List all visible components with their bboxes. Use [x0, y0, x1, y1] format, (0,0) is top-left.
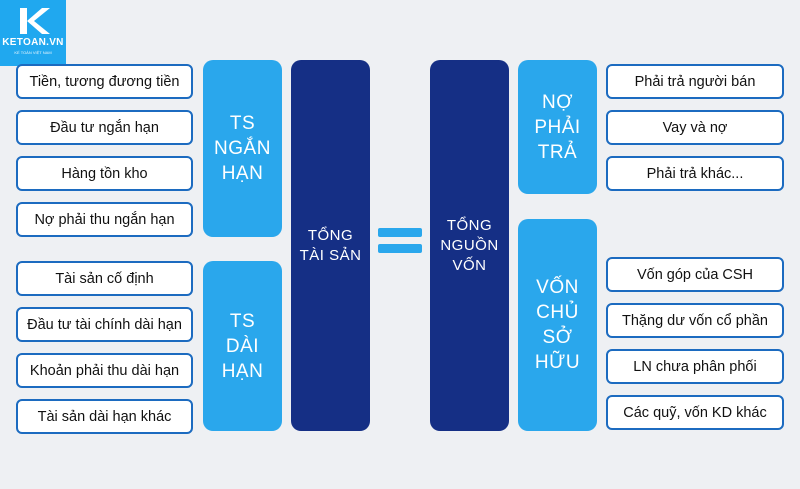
no-phai-tra-box: NỢ PHẢI TRẢ: [518, 60, 597, 194]
tong-tai-san-line-1: TỔNG: [307, 226, 354, 244]
item-thang-du-von-co-phan: Thặng dư vốn cổ phần: [606, 303, 784, 338]
item-hang-ton-kho: Hàng tồn kho: [16, 156, 193, 191]
tong-tai-san-line-2: TÀI SẢN: [299, 246, 362, 264]
item-phai-tra-nguoi-ban: Phải trả người bán: [606, 64, 784, 99]
tong-nguon-von-line-1: TỔNG: [446, 216, 493, 234]
item-khoan-phai-thu-dai-han: Khoản phải thu dài hạn: [16, 353, 193, 388]
ketoan-logo: KETOAN.VN KẾ TOÁN VIỆT NAM: [0, 0, 66, 66]
ts-dai-han-line-3: HẠN: [221, 360, 264, 382]
item-vay-va-no: Vay và nợ: [606, 110, 784, 145]
ts-dai-han-box: TS DÀI HẠN: [203, 261, 282, 431]
no-phai-tra-line-3: TRẢ: [537, 141, 578, 163]
item-von-gop-cua-csh: Vốn góp của CSH: [606, 257, 784, 292]
item-tai-san-dai-han-khac: Tài sản dài hạn khác: [16, 399, 193, 434]
ts-ngan-han-line-1: TS: [229, 113, 256, 134]
ts-dai-han-line-1: TS: [229, 310, 256, 332]
ts-ngan-han-box: TS NGẮN HẠN: [203, 60, 282, 237]
item-ln-chua-phan-phoi: LN chưa phân phối: [606, 349, 784, 384]
k-logo-icon: [20, 8, 50, 34]
item-cac-quy-von-kd-khac: Các quỹ, vốn KD khác: [606, 395, 784, 430]
equals-sign-bottom-bar: [378, 244, 422, 253]
item-dau-tu-tai-chinh-dai-han: Đầu tư tài chính dài hạn: [16, 307, 193, 342]
logo-text: KETOAN.VN: [2, 37, 64, 48]
equals-sign-top-bar: [378, 228, 422, 237]
item-tai-san-co-dinh: Tài sản cố định: [16, 261, 193, 296]
ts-ngan-han-line-3: HẠN: [221, 163, 264, 184]
item-phai-tra-khac: Phải trả khác...: [606, 156, 784, 191]
tong-nguon-von-box: TỔNG NGUỒN VỐN: [430, 60, 509, 431]
no-phai-tra-line-2: PHẢI: [534, 116, 581, 138]
von-chu-so-huu-line-2: CHỦ: [536, 302, 579, 323]
ts-dai-han-line-2: DÀI: [225, 335, 260, 357]
von-chu-so-huu-line-1: VỐN: [536, 277, 579, 298]
tong-nguon-von-line-2: NGUỒN: [440, 236, 499, 254]
ts-ngan-han-line-2: NGẮN: [214, 138, 271, 159]
von-chu-so-huu-box: VỐN CHỦ SỞ HỮU: [518, 219, 597, 431]
no-phai-tra-line-1: NỢ: [541, 91, 573, 113]
item-tien-tuong-duong-tien: Tiền, tương đương tiền: [16, 64, 193, 99]
item-dau-tu-ngan-han: Đầu tư ngắn hạn: [16, 110, 193, 145]
item-no-phai-thu-ngan-han: Nợ phải thu ngắn hạn: [16, 202, 193, 237]
tong-nguon-von-line-3: VỐN: [452, 256, 487, 274]
logo-tagline: KẾ TOÁN VIỆT NAM: [14, 50, 52, 55]
von-chu-so-huu-line-3: SỞ HỮU: [534, 327, 581, 373]
tong-tai-san-box: TỔNG TÀI SẢN: [291, 60, 370, 431]
